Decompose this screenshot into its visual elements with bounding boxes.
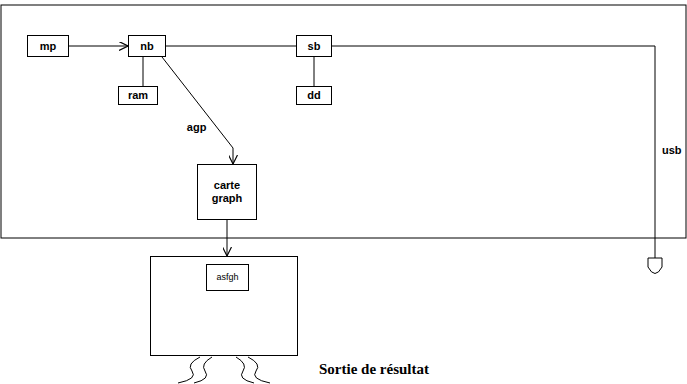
monitor-stand (178, 357, 200, 383)
caption-heading: Sortie de résultat (319, 361, 429, 378)
usb-plug (648, 258, 662, 274)
memory-box: ram (118, 86, 158, 105)
monitor-stand (248, 357, 270, 383)
southbridge-box: sb (296, 35, 332, 57)
node-label: sb (308, 40, 321, 53)
disk-box: dd (296, 86, 332, 105)
connector (143, 57, 144, 86)
connector (227, 220, 228, 256)
connector (314, 57, 315, 86)
node-label: carte graph (198, 179, 256, 205)
usb-wire (332, 46, 655, 258)
monitor-stand (236, 357, 254, 383)
computer-case (1, 5, 686, 238)
window-box: asfgh (206, 264, 249, 291)
connector (162, 57, 233, 164)
monitor-stand (194, 357, 212, 383)
connector (69, 46, 128, 47)
northbridge-box: nb (128, 35, 166, 57)
graphics-card-box: carte graph (197, 164, 257, 220)
connector (166, 46, 296, 47)
node-label: nb (140, 40, 153, 53)
node-label: dd (307, 89, 320, 102)
node-label: ram (128, 89, 148, 102)
monitor-screen: Sortie de résultatasfgh (150, 256, 298, 356)
edge-label: agp (186, 121, 208, 134)
processor-box: mp (27, 35, 69, 57)
node-label: asfgh (216, 271, 238, 284)
port-label: usb (661, 144, 683, 157)
node-label: mp (40, 40, 57, 53)
